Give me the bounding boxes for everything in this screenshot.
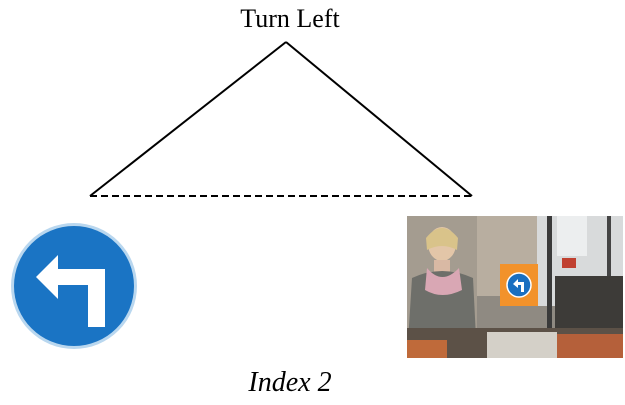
left-branch-line (89, 41, 287, 197)
right-branch-line (285, 41, 473, 197)
street-photo-image (407, 216, 623, 358)
root-label: Turn Left (240, 4, 340, 33)
street-photo (407, 216, 623, 358)
caption: Index 2 (248, 367, 332, 398)
turn-left-sign-icon (11, 223, 137, 349)
